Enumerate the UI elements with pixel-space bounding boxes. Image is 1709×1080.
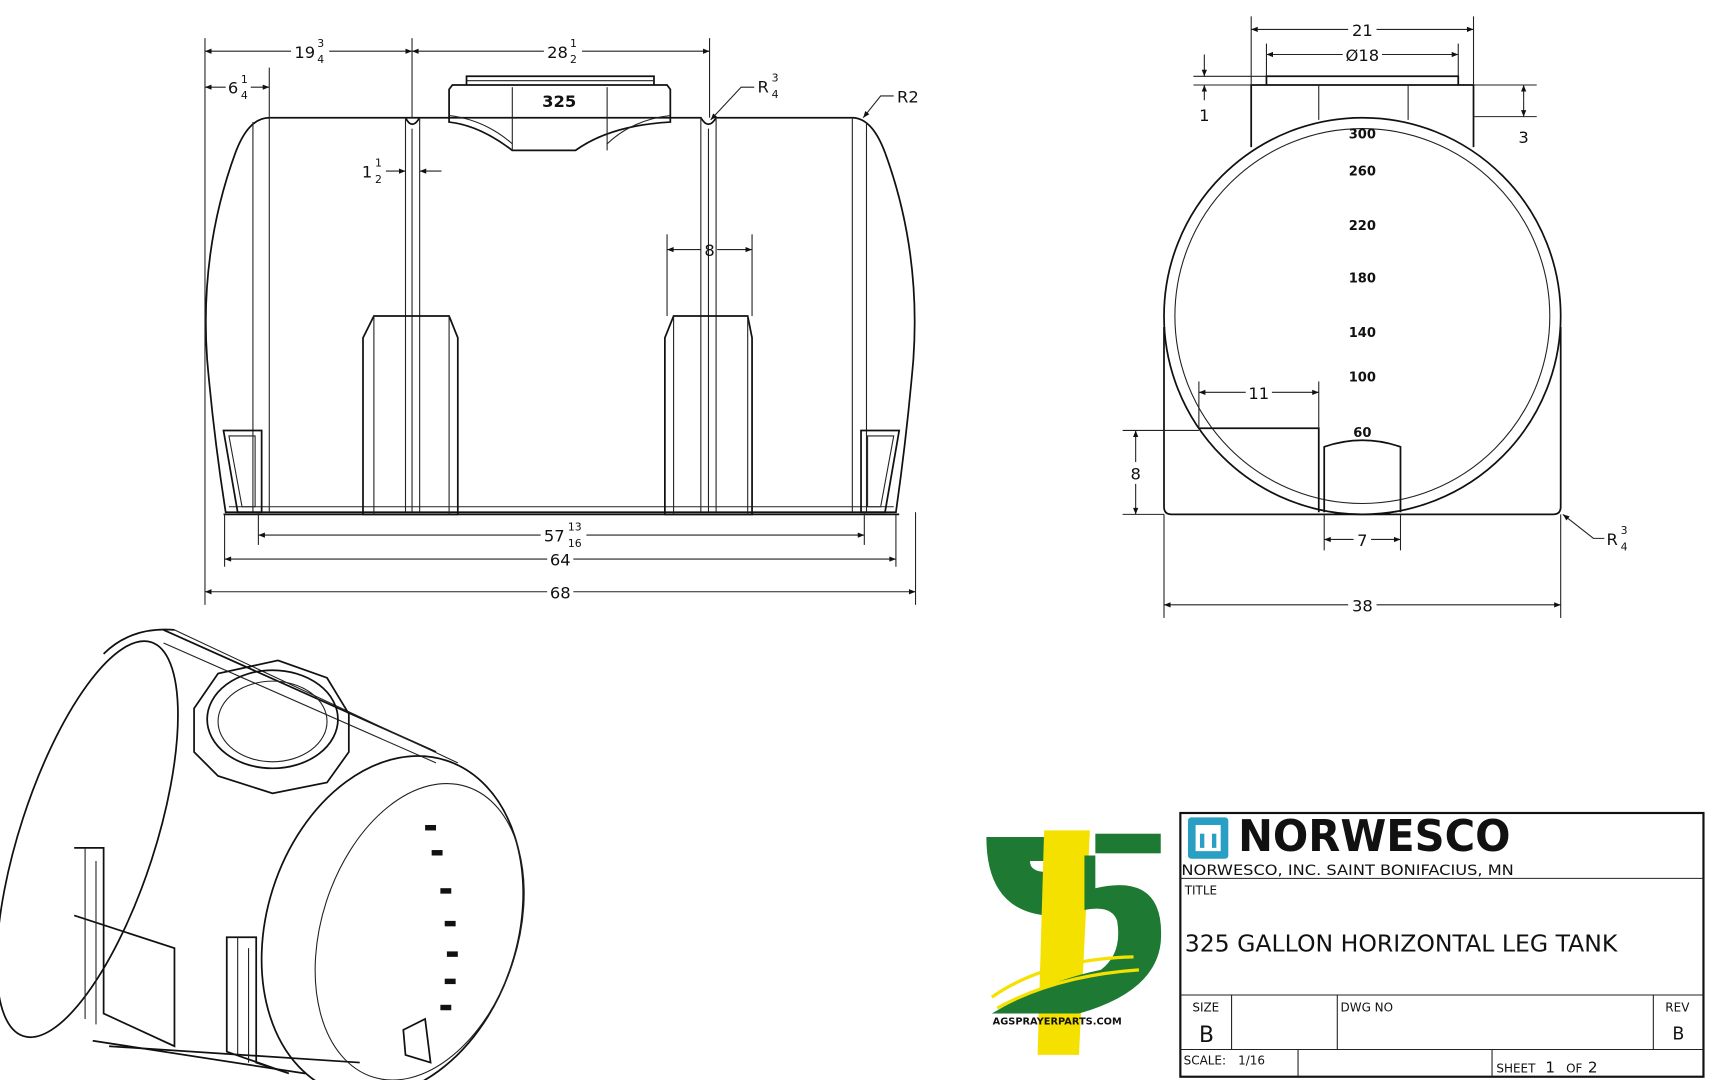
of-label: OF [1566,1061,1582,1075]
gallon-mark: 180 [1349,271,1376,286]
dim-28-1-2: 28 1 2 [412,37,710,66]
dim-overall-length: 68 [204,583,916,602]
svg-text:3: 3 [317,37,324,50]
dim-end-radius: R2 [862,87,919,119]
sheet-number: 1 [1545,1058,1555,1076]
svg-text:8: 8 [1130,465,1140,484]
dim-saddle-width: 11 [1198,381,1320,429]
svg-text:11: 11 [1248,384,1269,403]
dim-groove-radius: R 3 4 [710,72,779,121]
saddle-leg-right [664,315,753,516]
sheet-label: SHEET [1496,1061,1536,1075]
svg-text:4: 4 [241,89,248,102]
gallon-mark: 100 [1349,370,1376,385]
rev-label: REV [1665,1000,1690,1014]
svg-text:19: 19 [294,43,315,62]
svg-text:64: 64 [550,551,571,570]
front-view: 325 19 3 4 28 1 2 6 1 4 [204,37,919,605]
svg-text:Ø18: Ø18 [1346,46,1380,65]
svg-text:21: 21 [1352,21,1373,40]
svg-text:57: 57 [544,527,565,546]
gallon-marks: 300 260 220 180 140 100 60 [1349,127,1376,441]
size-value: B [1199,1023,1214,1048]
isometric-view [0,628,525,1080]
dim-foot-radius: R 3 4 [1562,513,1628,553]
side-view: 300 260 220 180 140 100 60 21 Ø18 1 [1122,16,1628,618]
scale-value: 1/16 [1238,1054,1265,1068]
dim-saddle-height: 8 [1122,429,1199,515]
gallon-mark: 260 [1349,164,1376,179]
size-label: SIZE [1192,1000,1219,1014]
svg-text:NORWESCO: NORWESCO [1238,812,1510,862]
norwesco-logo: NORWESCO [1187,812,1511,862]
svg-text:1: 1 [375,157,382,170]
dim-notch-width: 7 [1323,514,1402,551]
dim-cap-offset: 1 [1193,54,1267,125]
svg-text:16: 16 [568,537,582,550]
svg-text:1: 1 [1199,106,1209,125]
end-foot-left [222,429,263,514]
dim-1-1-2: 1 1 2 [362,157,442,186]
svg-text:13: 13 [568,521,582,534]
dim-leg-span: 57 13 16 [257,512,865,550]
gallon-mark: 220 [1349,219,1376,234]
sheet-total: 2 [1588,1058,1598,1076]
svg-text:R2: R2 [897,87,919,106]
lid-label: 325 [542,92,576,111]
dim-cap-outer: 21 [1251,21,1474,40]
saddle-leg-left [362,315,459,516]
rev-value: B [1672,1025,1684,1045]
svg-text:3: 3 [772,72,779,85]
scale-label: SCALE: [1184,1054,1226,1068]
dim-cap-diameter: Ø18 [1266,46,1459,65]
svg-text:8: 8 [704,241,714,260]
logo-text: AGSPRAYERPARTS.COM [993,1016,1122,1027]
svg-text:R: R [1606,530,1617,549]
lid: 325 [448,75,672,152]
dim-overall-width: 38 [1163,514,1562,618]
svg-text:1: 1 [241,73,248,86]
svg-text:4: 4 [1621,540,1628,553]
gallon-mark: 140 [1349,326,1376,341]
svg-text:1: 1 [570,37,577,50]
svg-text:68: 68 [550,583,571,602]
title-block: NORWESCO NORWESCO, INC. SAINT BONIFACIUS… [1179,811,1705,1078]
drawing-title: 325 GALLON HORIZONTAL LEG TANK [1185,931,1619,957]
svg-text:38: 38 [1352,596,1373,615]
tank-body-outline [204,116,916,514]
title-label: TITLE [1184,884,1217,898]
svg-text:4: 4 [317,53,324,66]
svg-text:28: 28 [547,43,568,62]
dim-6-1-4: 6 1 4 [204,73,270,102]
gallon-mark: 300 [1349,127,1376,142]
svg-text:R: R [758,78,769,97]
dim-19-3-4: 19 3 4 [204,37,413,66]
dwg-no-label: DWG NO [1341,1000,1394,1014]
svg-text:7: 7 [1357,531,1367,550]
iso-gallon-marks [425,824,458,1011]
svg-text:4: 4 [772,88,779,101]
gallon-mark: 60 [1353,426,1371,441]
svg-text:2: 2 [375,173,382,186]
svg-text:3: 3 [1518,128,1528,147]
svg-text:2: 2 [570,53,577,66]
dim-base-length: 64 [224,514,897,570]
end-foot-right [860,429,901,514]
company-line: NORWESCO, INC. SAINT BONIFACIUS, MN [1181,863,1513,879]
dim-cap-height: 3 [1473,84,1537,147]
dim-leg-width: 8 [666,234,753,317]
svg-text:1: 1 [362,163,372,182]
svg-text:3: 3 [1621,524,1628,537]
agsprayerparts-logo: AGSPRAYERPARTS.COM [986,830,1162,1055]
svg-text:6: 6 [228,79,238,98]
